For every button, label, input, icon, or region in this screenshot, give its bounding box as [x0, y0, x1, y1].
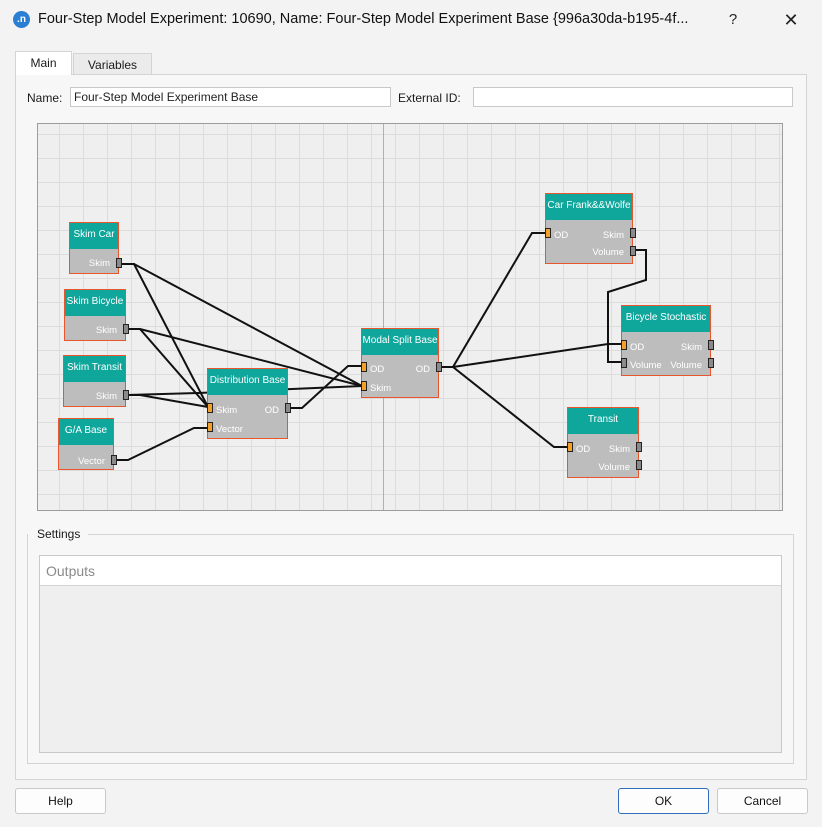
wire-skimcar-modalsplit — [120, 263, 363, 387]
node-title: Skim Transit — [64, 356, 125, 382]
output-port-skim[interactable] — [636, 442, 642, 452]
input-port-od[interactable] — [621, 340, 627, 350]
output-port-vector[interactable] — [111, 455, 117, 465]
port-label-volume-in: Volume — [630, 360, 662, 371]
node-title: Bicycle Stochastic — [622, 306, 710, 332]
port-label-volume: Volume — [598, 462, 630, 473]
settings-divider — [88, 534, 794, 535]
port-label-skim: Skim — [95, 391, 117, 402]
output-port-od[interactable] — [436, 362, 442, 372]
port-label-od: OD — [630, 342, 645, 353]
output-port-od[interactable] — [285, 403, 291, 413]
node-ga-base[interactable]: G/A Base Vector — [58, 418, 117, 470]
output-port-volume[interactable] — [630, 246, 636, 256]
node-modal-split-base[interactable]: Modal Split Base OD Skim OD — [361, 328, 442, 398]
wire-modalsplit-car — [439, 232, 546, 368]
node-title: Transit — [568, 408, 638, 434]
input-port-od[interactable] — [545, 228, 551, 238]
port-label-od: OD — [554, 230, 569, 241]
port-label-volume: Volume — [592, 247, 624, 258]
settings-label: Settings — [37, 527, 81, 541]
model-graph-canvas[interactable]: Skim Car Skim Skim Bicycle Skim Skim Tra… — [37, 123, 783, 511]
settings-group — [27, 534, 794, 764]
wire-distribution-modalsplit — [288, 365, 362, 409]
output-port-volume[interactable] — [636, 460, 642, 470]
node-title: G/A Base — [59, 419, 113, 445]
title-bar: .n Four-Step Model Experiment: 10690, Na… — [0, 0, 822, 40]
node-bicycle-stochastic[interactable]: Bicycle Stochastic OD Volume Skim Volume — [621, 305, 714, 376]
outputs-header: Outputs — [40, 556, 781, 586]
help-button[interactable]: Help — [15, 788, 106, 814]
node-skim-car[interactable]: Skim Car Skim — [69, 222, 122, 274]
output-port-skim[interactable] — [116, 258, 122, 268]
input-port-od[interactable] — [567, 442, 573, 452]
wire-car-bicycle-volume — [607, 249, 647, 363]
connection-wires — [115, 232, 647, 461]
port-label-skim: Skim — [95, 325, 117, 336]
output-port-skim[interactable] — [708, 340, 714, 350]
window-title: Four-Step Model Experiment: 10690, Name:… — [38, 11, 689, 27]
node-distribution-base[interactable]: Distribution Base Skim Vector OD — [207, 368, 291, 439]
port-label-od: OD — [576, 444, 591, 455]
port-label-skim: Skim — [370, 383, 392, 394]
wire-modalsplit-transit — [439, 366, 568, 448]
node-transit[interactable]: Transit OD Skim Volume — [567, 407, 642, 478]
tab-main[interactable]: Main — [15, 51, 72, 75]
node-skim-transit[interactable]: Skim Transit Skim — [63, 355, 129, 407]
port-label-od: OD — [370, 364, 385, 375]
input-port-skim[interactable] — [361, 381, 367, 391]
node-title: Skim Bicycle — [65, 290, 125, 316]
app-icon: .n — [13, 11, 30, 28]
outputs-panel[interactable]: Outputs — [39, 555, 782, 753]
input-port-volume[interactable] — [621, 358, 627, 368]
node-skim-bicycle[interactable]: Skim Bicycle Skim — [64, 289, 129, 341]
external-id-input[interactable] — [473, 87, 793, 107]
tab-variables[interactable]: Variables — [73, 53, 152, 76]
node-title: Distribution Base — [208, 369, 287, 395]
wire-skimbicycle-modalsplit — [126, 328, 363, 387]
output-port-skim[interactable] — [630, 228, 636, 238]
cancel-button[interactable]: Cancel — [717, 788, 808, 814]
wire-skimtransit-distribution — [126, 394, 209, 408]
output-port-skim[interactable] — [123, 390, 129, 400]
external-id-label: External ID: — [398, 91, 461, 105]
help-icon[interactable]: ? — [728, 11, 738, 28]
port-label-skim: Skim — [680, 342, 702, 353]
wire-ga-distribution — [115, 427, 208, 461]
port-label-od: OD — [264, 405, 279, 416]
close-icon[interactable]: ✕ — [783, 10, 799, 30]
port-label-vector: Vector — [216, 424, 243, 435]
port-label-skim: Skim — [608, 444, 630, 455]
node-car-frank-wolfe[interactable]: Car Frank&&Wolfe OD Skim Volume — [545, 193, 636, 264]
wire-skimtransit-modalsplit — [125, 385, 363, 396]
input-port-od[interactable] — [361, 362, 367, 372]
port-label-skim: Skim — [88, 258, 110, 269]
port-label-skim: Skim — [216, 405, 238, 416]
name-input[interactable]: Four-Step Model Experiment Base — [70, 87, 391, 107]
port-label-od-out: OD — [415, 364, 430, 375]
input-port-vector[interactable] — [207, 422, 213, 432]
port-label-vector: Vector — [78, 456, 105, 467]
ok-button[interactable]: OK — [618, 788, 709, 814]
node-title: Modal Split Base — [362, 329, 438, 355]
input-port-skim[interactable] — [207, 403, 213, 413]
port-label-skim: Skim — [602, 230, 624, 241]
port-label-volume-out: Volume — [670, 360, 702, 371]
canvas-divider — [383, 124, 384, 510]
output-port-volume[interactable] — [708, 358, 714, 368]
output-port-skim[interactable] — [123, 324, 129, 334]
wire-modalsplit-bicycle — [439, 343, 622, 368]
node-title: Car Frank&&Wolfe — [546, 194, 632, 220]
name-label: Name: — [27, 91, 63, 105]
node-title: Skim Car — [70, 223, 118, 249]
